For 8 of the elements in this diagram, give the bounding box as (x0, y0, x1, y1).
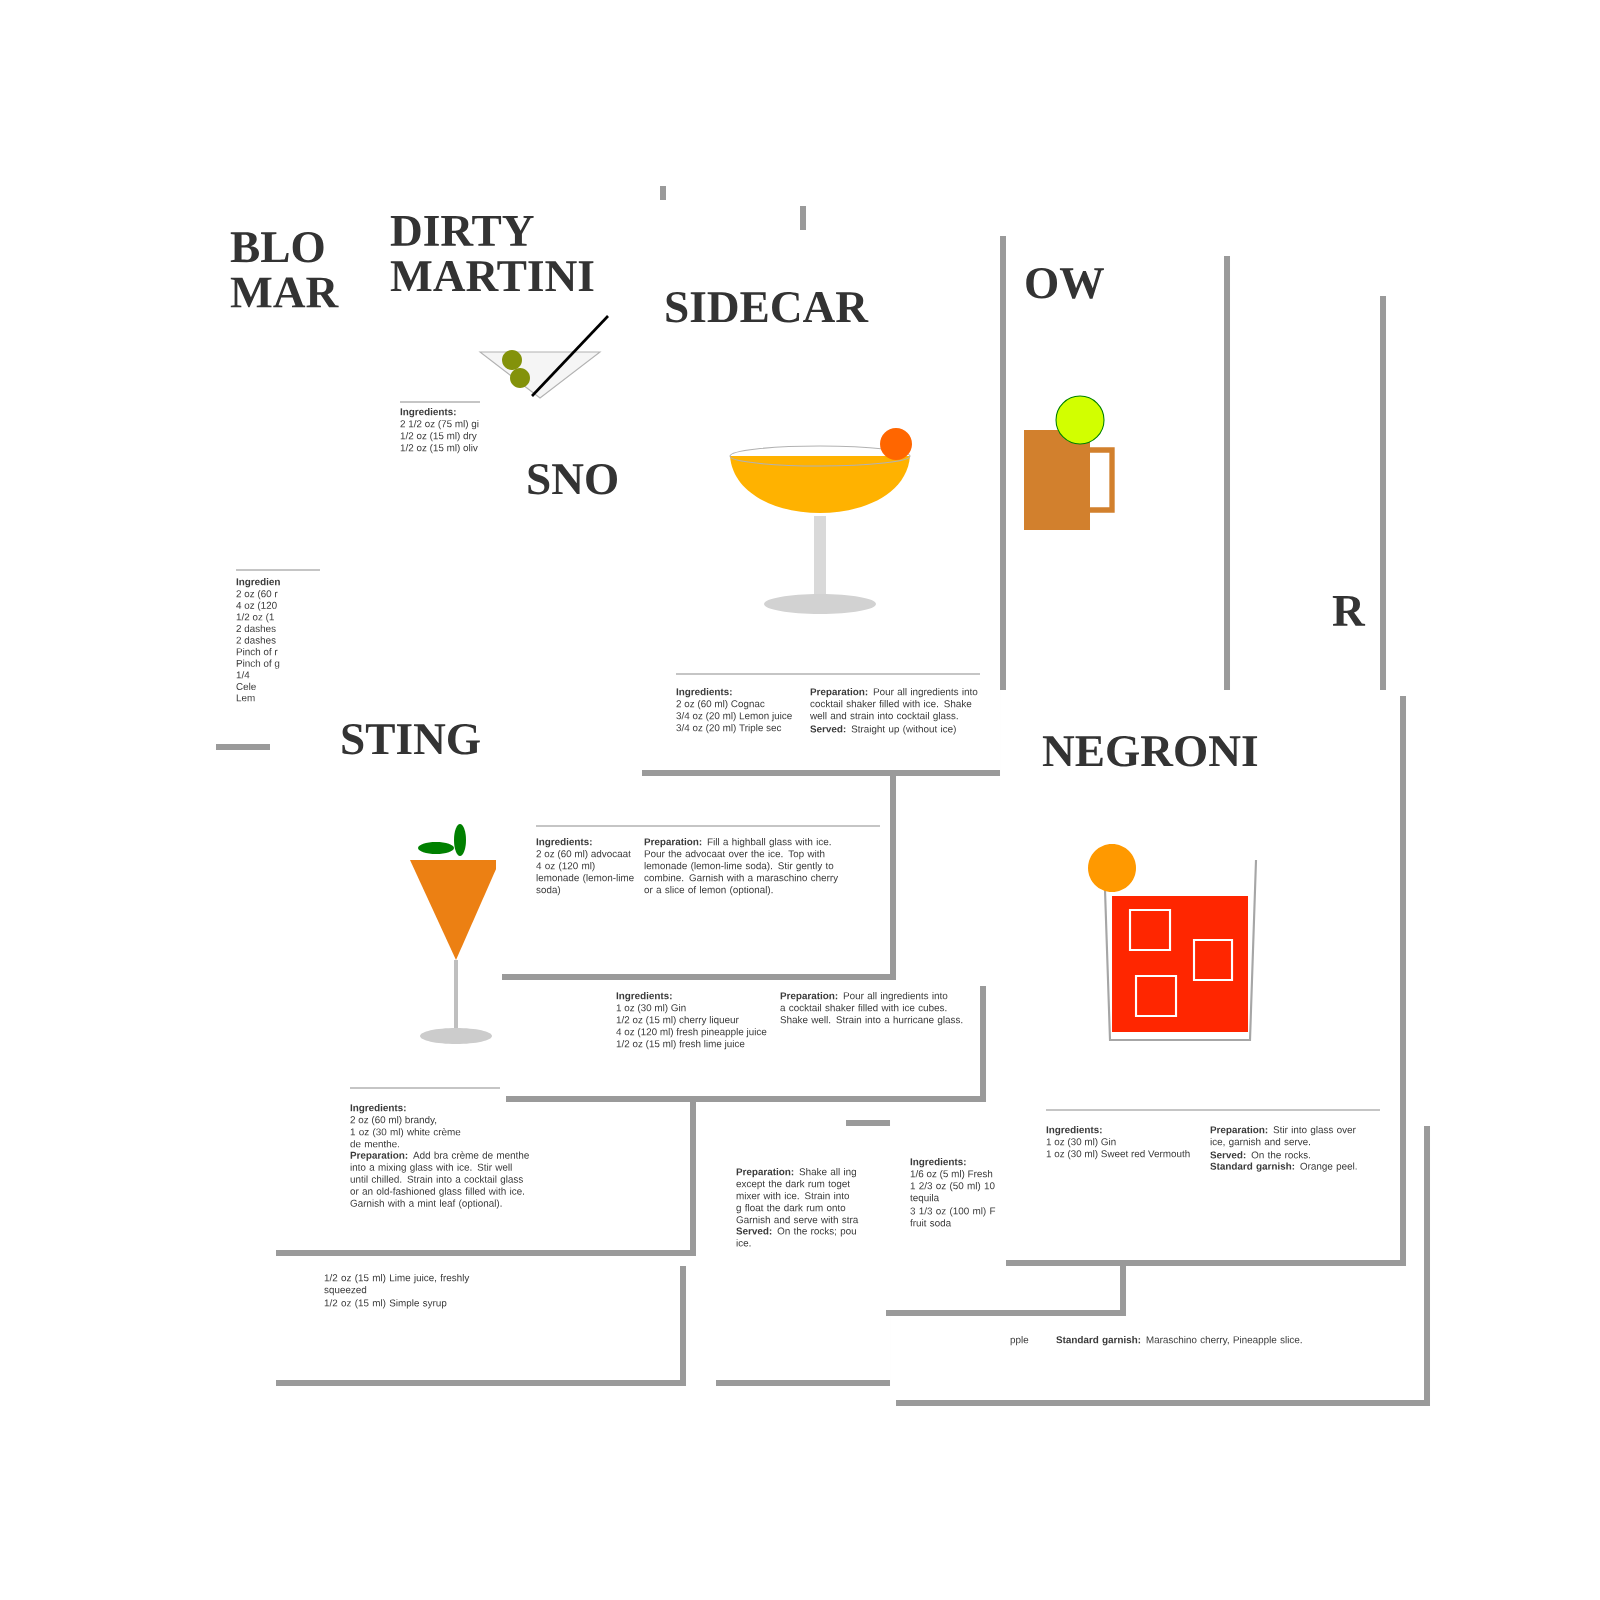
cocktail-title: SIDECAR (666, 292, 869, 323)
cocktail-title: R (1332, 596, 1366, 626)
cocktail-title: NEGRONI (1042, 736, 1258, 767)
cocktail-title: BLO MAR (230, 232, 339, 308)
cocktail-title: DIRTY MARTINI (390, 216, 594, 291)
cocktail-title: SNO (528, 464, 617, 495)
cocktail-title: OW (1026, 268, 1104, 299)
cocktail-title: STING (342, 724, 480, 755)
